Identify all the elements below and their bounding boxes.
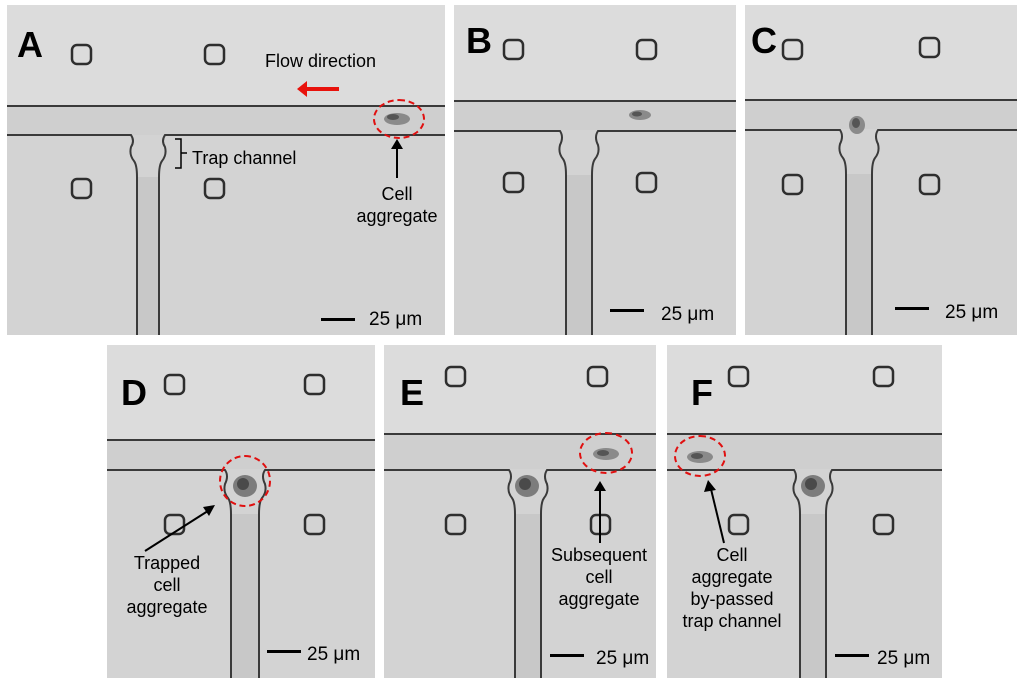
scale-label-f: 25 μm: [877, 648, 931, 669]
microscope-image-d: [107, 345, 375, 678]
trap-channel-label: Trap channel: [192, 148, 297, 168]
scale-label-b: 25 μm: [661, 304, 715, 325]
scale-bar-e: [550, 654, 584, 657]
panel-d: D Trapped cell aggregate 25 μm: [107, 345, 375, 678]
highlight-circle-f: [674, 435, 726, 477]
cell-aggregate-label-a: Cell aggregate: [356, 184, 438, 226]
panel-e: E Subsequent cell aggregate 25 μm: [384, 345, 656, 678]
scale-bar-c: [895, 307, 929, 310]
panel-f: F Cell aggregate by-passed trap channel …: [667, 345, 942, 678]
scale-bar-d: [267, 650, 301, 653]
panel-label-f: F: [691, 372, 713, 413]
scale-bar-b: [610, 309, 644, 312]
scale-label-a: 25 μm: [369, 309, 423, 330]
scale-bar-a: [321, 318, 355, 321]
panel-label-d: D: [121, 372, 147, 413]
panel-c: C 25 μm: [745, 5, 1017, 335]
panel-label-a: A: [17, 24, 43, 65]
microscope-image-b: [454, 5, 736, 335]
highlight-circle-d: [219, 455, 271, 507]
scale-label-d: 25 μm: [307, 644, 361, 665]
panel-label-c: C: [751, 20, 777, 61]
microscope-image-f: [667, 345, 942, 678]
microscope-image-c: [745, 5, 1017, 335]
scale-label-c: 25 μm: [945, 302, 999, 323]
cell-aggregate-label-e: Subsequent cell aggregate: [550, 545, 648, 609]
microscope-image-a: [7, 5, 445, 335]
microscope-image-e: [384, 345, 656, 678]
scale-bar-f: [835, 654, 869, 657]
cell-aggregate-label-f: Cell aggregate by-passed trap channel: [682, 545, 782, 631]
panel-b: B 25 μm: [454, 5, 736, 335]
panel-label-b: B: [466, 20, 492, 61]
cell-aggregate-label-d: Trapped cell aggregate: [126, 553, 208, 617]
panel-a: A Flow direction Trap channel Cell aggre…: [7, 5, 445, 335]
panel-label-e: E: [400, 372, 425, 413]
highlight-circle-e: [579, 432, 633, 474]
highlight-circle-a: [373, 99, 425, 139]
flow-direction-label: Flow direction: [265, 51, 377, 71]
scale-label-e: 25 μm: [596, 648, 650, 669]
